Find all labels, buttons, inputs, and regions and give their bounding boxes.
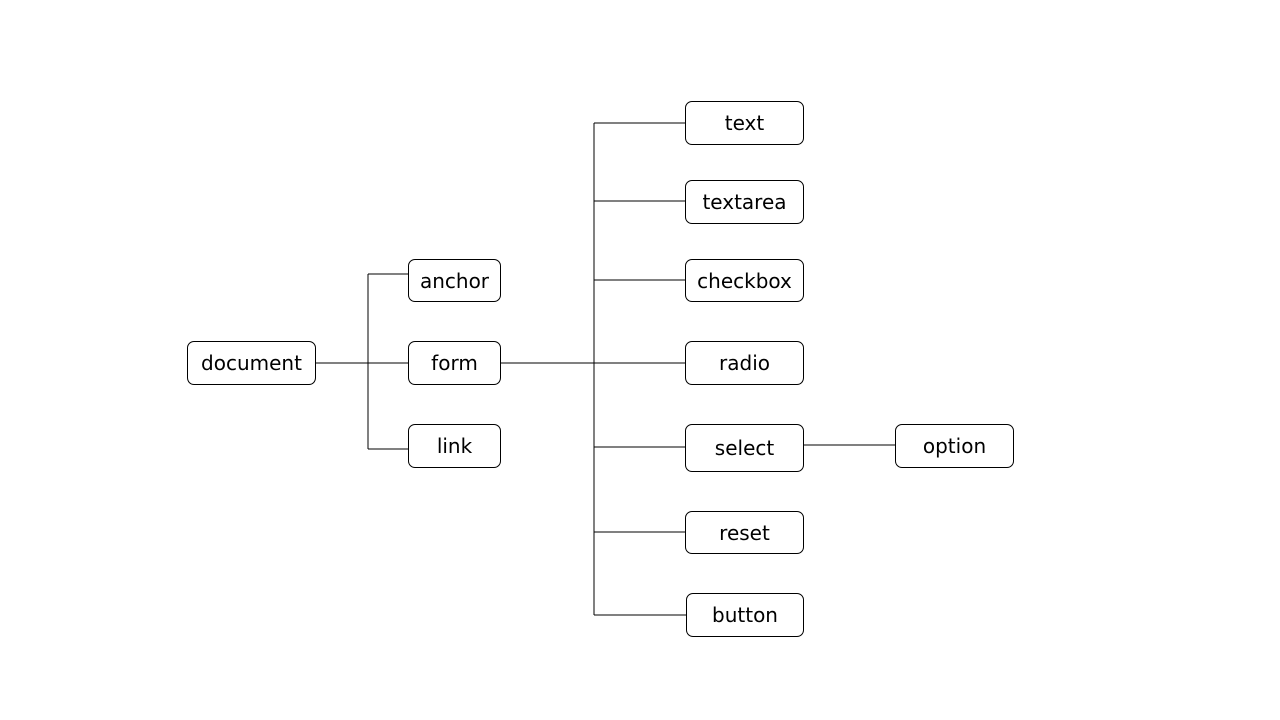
node-button: button	[686, 593, 804, 637]
node-checkbox: checkbox	[685, 259, 804, 302]
node-textarea: textarea	[685, 180, 804, 224]
node-radio: radio	[685, 341, 804, 385]
node-anchor: anchor	[408, 259, 501, 302]
node-link: link	[408, 424, 501, 468]
node-form: form	[408, 341, 501, 385]
node-option: option	[895, 424, 1014, 468]
node-text: text	[685, 101, 804, 145]
node-document: document	[187, 341, 316, 385]
node-reset: reset	[685, 511, 804, 554]
node-select: select	[685, 424, 804, 472]
